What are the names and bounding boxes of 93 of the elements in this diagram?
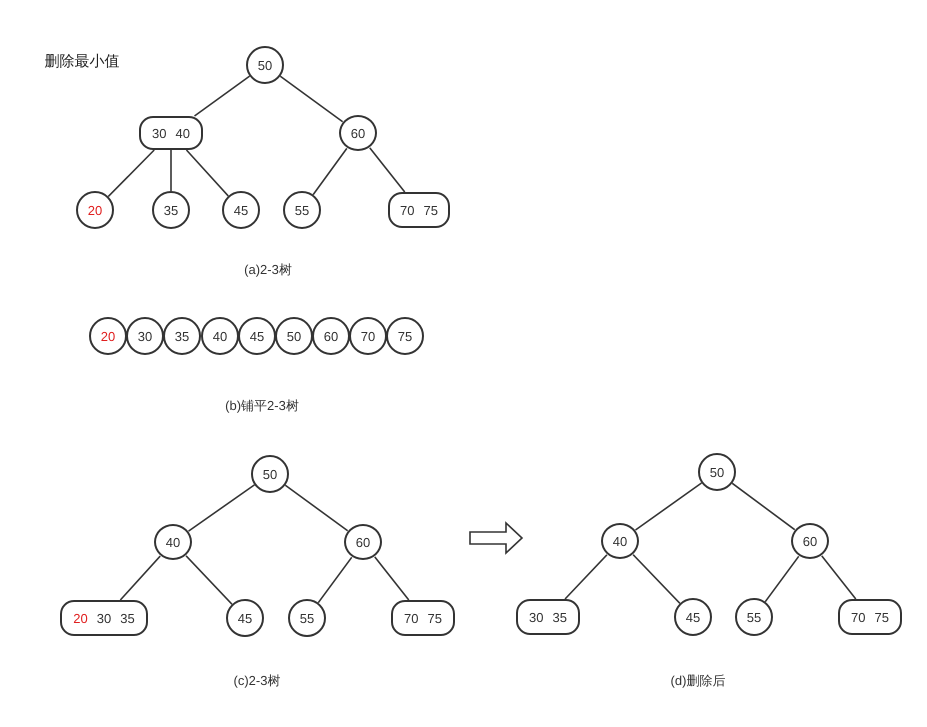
- key-text: 75: [398, 328, 412, 344]
- title-text: 删除最小值: [44, 52, 120, 71]
- multi-key-node: [60, 600, 148, 636]
- tree-node: [89, 317, 127, 355]
- tree-node: [312, 317, 350, 355]
- key-text: 30: [152, 126, 166, 140]
- tree-edge: [732, 482, 796, 530]
- tree-node: [339, 115, 377, 151]
- multi-key-node: [838, 599, 902, 635]
- tree-node: [288, 599, 326, 637]
- tree-edge: [764, 556, 800, 602]
- tree-node: [791, 523, 829, 559]
- key-text: 35: [174, 328, 190, 344]
- multi-key-node: [388, 192, 450, 228]
- key-text: 70: [851, 610, 866, 624]
- tree-node: [601, 523, 639, 559]
- caption-text: (a)2-3树: [244, 261, 292, 279]
- key-text: 60: [324, 328, 338, 344]
- tree-node: [275, 317, 313, 355]
- key-text: 35: [164, 202, 178, 218]
- key-text: 75: [874, 610, 889, 624]
- key-text: 55: [294, 202, 310, 218]
- tree-edge: [821, 555, 856, 600]
- multi-key-node: [391, 600, 455, 636]
- tree-node: [222, 191, 260, 229]
- tree-node: [251, 455, 289, 493]
- key-text: 35: [120, 610, 135, 626]
- tree-edge: [188, 484, 255, 532]
- key-text: 35: [552, 610, 567, 624]
- key-text: 45: [234, 202, 248, 218]
- key-text: 50: [710, 464, 724, 480]
- tree-edge: [186, 149, 229, 196]
- key-text: 75: [424, 202, 438, 218]
- multi-key-node: [139, 116, 203, 150]
- key-text: 40: [166, 534, 180, 550]
- tree-node: [76, 191, 114, 229]
- tree-node: [386, 317, 424, 355]
- tree-edge: [170, 150, 172, 191]
- tree-edge: [185, 555, 233, 605]
- tree-edge: [194, 75, 250, 117]
- caption-text: (c)2-3树: [234, 672, 280, 690]
- key-text: 70: [400, 202, 414, 218]
- multi-key-node: [516, 599, 580, 635]
- caption-text: (b)铺平2-3树: [225, 397, 299, 415]
- key-text: 20: [88, 202, 102, 218]
- key-text: 55: [300, 610, 314, 626]
- key-text: 50: [258, 58, 272, 72]
- key-text: 40: [212, 328, 228, 344]
- tree-edge: [312, 148, 348, 196]
- key-text: 55: [746, 610, 762, 624]
- key-text: 70: [360, 328, 376, 344]
- tree-edge: [108, 149, 155, 198]
- key-text: 30: [138, 328, 152, 344]
- tree-node: [674, 598, 712, 636]
- key-text: 40: [612, 534, 628, 548]
- key-text: 45: [250, 328, 264, 344]
- key-text: 30: [529, 610, 544, 624]
- tree-edge: [284, 484, 348, 532]
- caption-text: (d)删除后: [670, 672, 726, 690]
- tree-node: [735, 598, 773, 636]
- tree-edge: [318, 556, 352, 604]
- tree-edge: [120, 556, 161, 601]
- tree-node: [154, 524, 192, 560]
- key-text: 30: [96, 610, 112, 626]
- tree-node: [246, 46, 284, 84]
- key-text: 50: [286, 328, 302, 344]
- tree-node: [698, 453, 736, 491]
- key-text: 45: [686, 610, 700, 624]
- tree-node: [238, 317, 276, 355]
- tree-node: [226, 599, 264, 637]
- key-text: 45: [238, 610, 252, 626]
- tree-edge: [564, 554, 608, 600]
- tree-node: [152, 191, 190, 229]
- tree-edge: [632, 554, 680, 604]
- key-text: 75: [428, 610, 442, 626]
- tree-node: [283, 191, 321, 229]
- key-text: 20: [73, 610, 88, 626]
- key-text: 70: [404, 610, 418, 626]
- tree-node: [126, 317, 164, 355]
- tree-node: [349, 317, 387, 355]
- key-text: 60: [350, 126, 366, 140]
- tree-node: [201, 317, 239, 355]
- tree-edge: [635, 482, 702, 531]
- tree-node: [344, 524, 382, 560]
- key-text: 40: [176, 126, 190, 140]
- key-text: 60: [802, 534, 818, 548]
- tree-edge: [374, 556, 410, 600]
- key-text: 50: [262, 466, 278, 482]
- key-text: 60: [356, 534, 370, 550]
- tree-edge: [369, 147, 406, 192]
- key-text: 20: [100, 328, 116, 344]
- tree-edge: [280, 76, 344, 122]
- tree-node: [163, 317, 201, 355]
